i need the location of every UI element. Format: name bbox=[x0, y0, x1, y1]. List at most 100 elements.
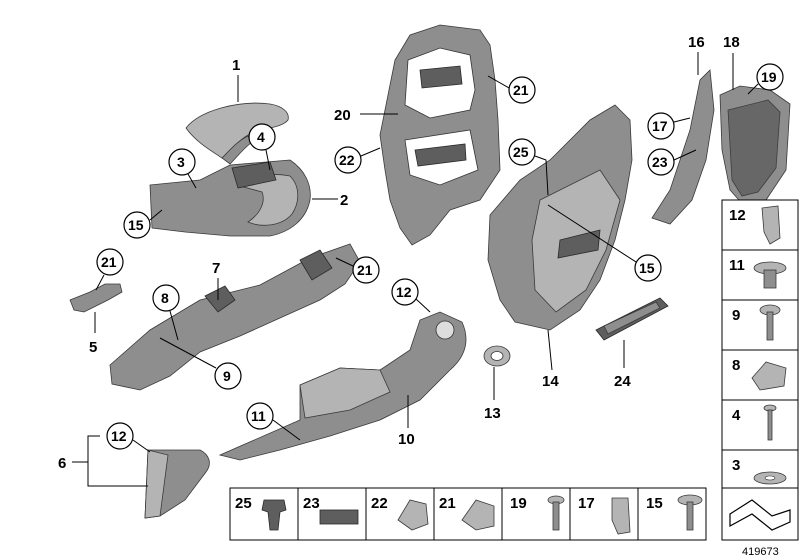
leader-3 bbox=[187, 173, 197, 189]
label-12-b: 12 bbox=[111, 428, 127, 444]
part-20-center-console-frame bbox=[379, 24, 501, 246]
panel-label-25: 25 bbox=[235, 495, 252, 512]
callout-4-circle bbox=[248, 123, 276, 151]
foam-pad-23-icon bbox=[319, 509, 359, 525]
callout-21-circle-a bbox=[96, 248, 124, 276]
nut-22-icon bbox=[397, 499, 429, 531]
panel-label-11: 11 bbox=[729, 257, 745, 274]
fastener-panel-bottom: 25 23 22 21 19 17 15 bbox=[229, 487, 799, 541]
label-14: 14 bbox=[542, 373, 559, 390]
leader-12-b bbox=[132, 439, 151, 453]
label-3: 3 bbox=[177, 154, 185, 170]
callout-12-circle-b bbox=[106, 422, 134, 450]
part-1-upper-steering-column-trim bbox=[185, 102, 289, 165]
callout-22-circle bbox=[334, 146, 362, 174]
label-7: 7 bbox=[212, 260, 220, 277]
part-6-side-cover bbox=[144, 449, 210, 519]
leader-8 bbox=[169, 310, 179, 341]
grommet-25-icon bbox=[261, 499, 287, 531]
label-12-a: 12 bbox=[396, 284, 412, 300]
leader-11 bbox=[272, 419, 301, 441]
label-21-c: 21 bbox=[357, 262, 373, 278]
label-4: 4 bbox=[257, 129, 265, 145]
leader-15-a bbox=[149, 209, 163, 221]
label-25: 25 bbox=[513, 144, 529, 160]
callout-23-circle bbox=[647, 148, 675, 176]
part-10-glovebox-lower-trim bbox=[218, 311, 467, 461]
label-11: 11 bbox=[251, 408, 266, 424]
label-18: 18 bbox=[723, 34, 740, 51]
label-8: 8 bbox=[161, 290, 169, 306]
callout-11-circle bbox=[246, 402, 274, 430]
part-16-side-trim-panel bbox=[651, 69, 715, 225]
fastener-box-9 bbox=[721, 299, 799, 351]
panel-label-19: 19 bbox=[510, 495, 527, 512]
part-5-small-bracket bbox=[69, 283, 123, 313]
leader-4 bbox=[265, 149, 271, 171]
part-7-lower-dashboard-support bbox=[109, 243, 361, 391]
fastener-box-12 bbox=[721, 199, 799, 251]
part-24-trim-strip bbox=[595, 297, 669, 341]
panel-label-8: 8 bbox=[732, 357, 740, 374]
leader-25 bbox=[534, 155, 549, 196]
panel-label-15: 15 bbox=[646, 495, 663, 512]
spare-part-symbol-icon bbox=[729, 499, 791, 531]
part-18-grille-panel bbox=[719, 85, 791, 209]
label-6: 6 bbox=[58, 455, 66, 472]
nut-21-icon bbox=[461, 499, 495, 531]
leader-21-b bbox=[487, 75, 510, 89]
leader-21-c bbox=[335, 257, 354, 267]
label-16: 16 bbox=[688, 34, 705, 51]
fastener-box-25 bbox=[229, 487, 299, 541]
callout-3-circle bbox=[168, 148, 196, 176]
leader-17 bbox=[673, 117, 691, 123]
part-14-center-console-side-trim bbox=[487, 104, 633, 331]
label-20: 20 bbox=[334, 107, 351, 124]
panel-label-9: 9 bbox=[732, 307, 740, 324]
label-10: 10 bbox=[398, 431, 415, 448]
clip-12-icon bbox=[761, 205, 781, 245]
leader-19 bbox=[747, 83, 759, 95]
part-13-grommet-ring bbox=[483, 345, 511, 367]
label-19: 19 bbox=[761, 69, 777, 85]
label-1: 1 bbox=[232, 57, 240, 74]
leader-23 bbox=[673, 149, 697, 161]
panel-label-23: 23 bbox=[303, 495, 320, 512]
label-21-b: 21 bbox=[513, 82, 529, 98]
fastener-panel-side: 12 11 9 8 4 3 bbox=[721, 199, 799, 501]
callout-15-circle-b bbox=[634, 254, 662, 282]
label-2: 2 bbox=[340, 192, 348, 209]
callout-17-circle bbox=[647, 112, 675, 140]
panel-label-3: 3 bbox=[732, 457, 740, 474]
nut-8-icon bbox=[751, 361, 787, 391]
leader-22 bbox=[360, 147, 381, 157]
leader-9 bbox=[159, 337, 217, 369]
label-15-b: 15 bbox=[639, 260, 655, 276]
callout-8-circle bbox=[152, 284, 180, 312]
label-23: 23 bbox=[652, 154, 668, 170]
label-24: 24 bbox=[614, 373, 631, 390]
panel-label-4: 4 bbox=[732, 407, 741, 424]
fastener-box-4 bbox=[721, 399, 799, 451]
label-5: 5 bbox=[89, 339, 97, 356]
panel-label-21: 21 bbox=[439, 495, 456, 512]
label-9: 9 bbox=[223, 368, 231, 384]
label-13: 13 bbox=[484, 405, 501, 422]
label-21-a: 21 bbox=[101, 254, 117, 270]
leader-21-a bbox=[95, 274, 105, 291]
callout-19-circle bbox=[756, 63, 784, 91]
callout-21-circle-c bbox=[352, 256, 380, 284]
callout-21-circle-b bbox=[508, 76, 536, 104]
label-17: 17 bbox=[652, 118, 668, 134]
panel-label-17: 17 bbox=[578, 495, 595, 512]
clip-17-icon bbox=[611, 497, 631, 535]
leader-12-a bbox=[415, 298, 431, 313]
panel-label-22: 22 bbox=[371, 495, 388, 512]
reference-number: 419673 bbox=[742, 546, 779, 558]
callout-9-circle bbox=[214, 362, 242, 390]
label-15-a: 15 bbox=[128, 217, 144, 233]
leader-15-b bbox=[547, 204, 637, 263]
leader-14 bbox=[547, 329, 553, 371]
label-22: 22 bbox=[339, 152, 355, 168]
